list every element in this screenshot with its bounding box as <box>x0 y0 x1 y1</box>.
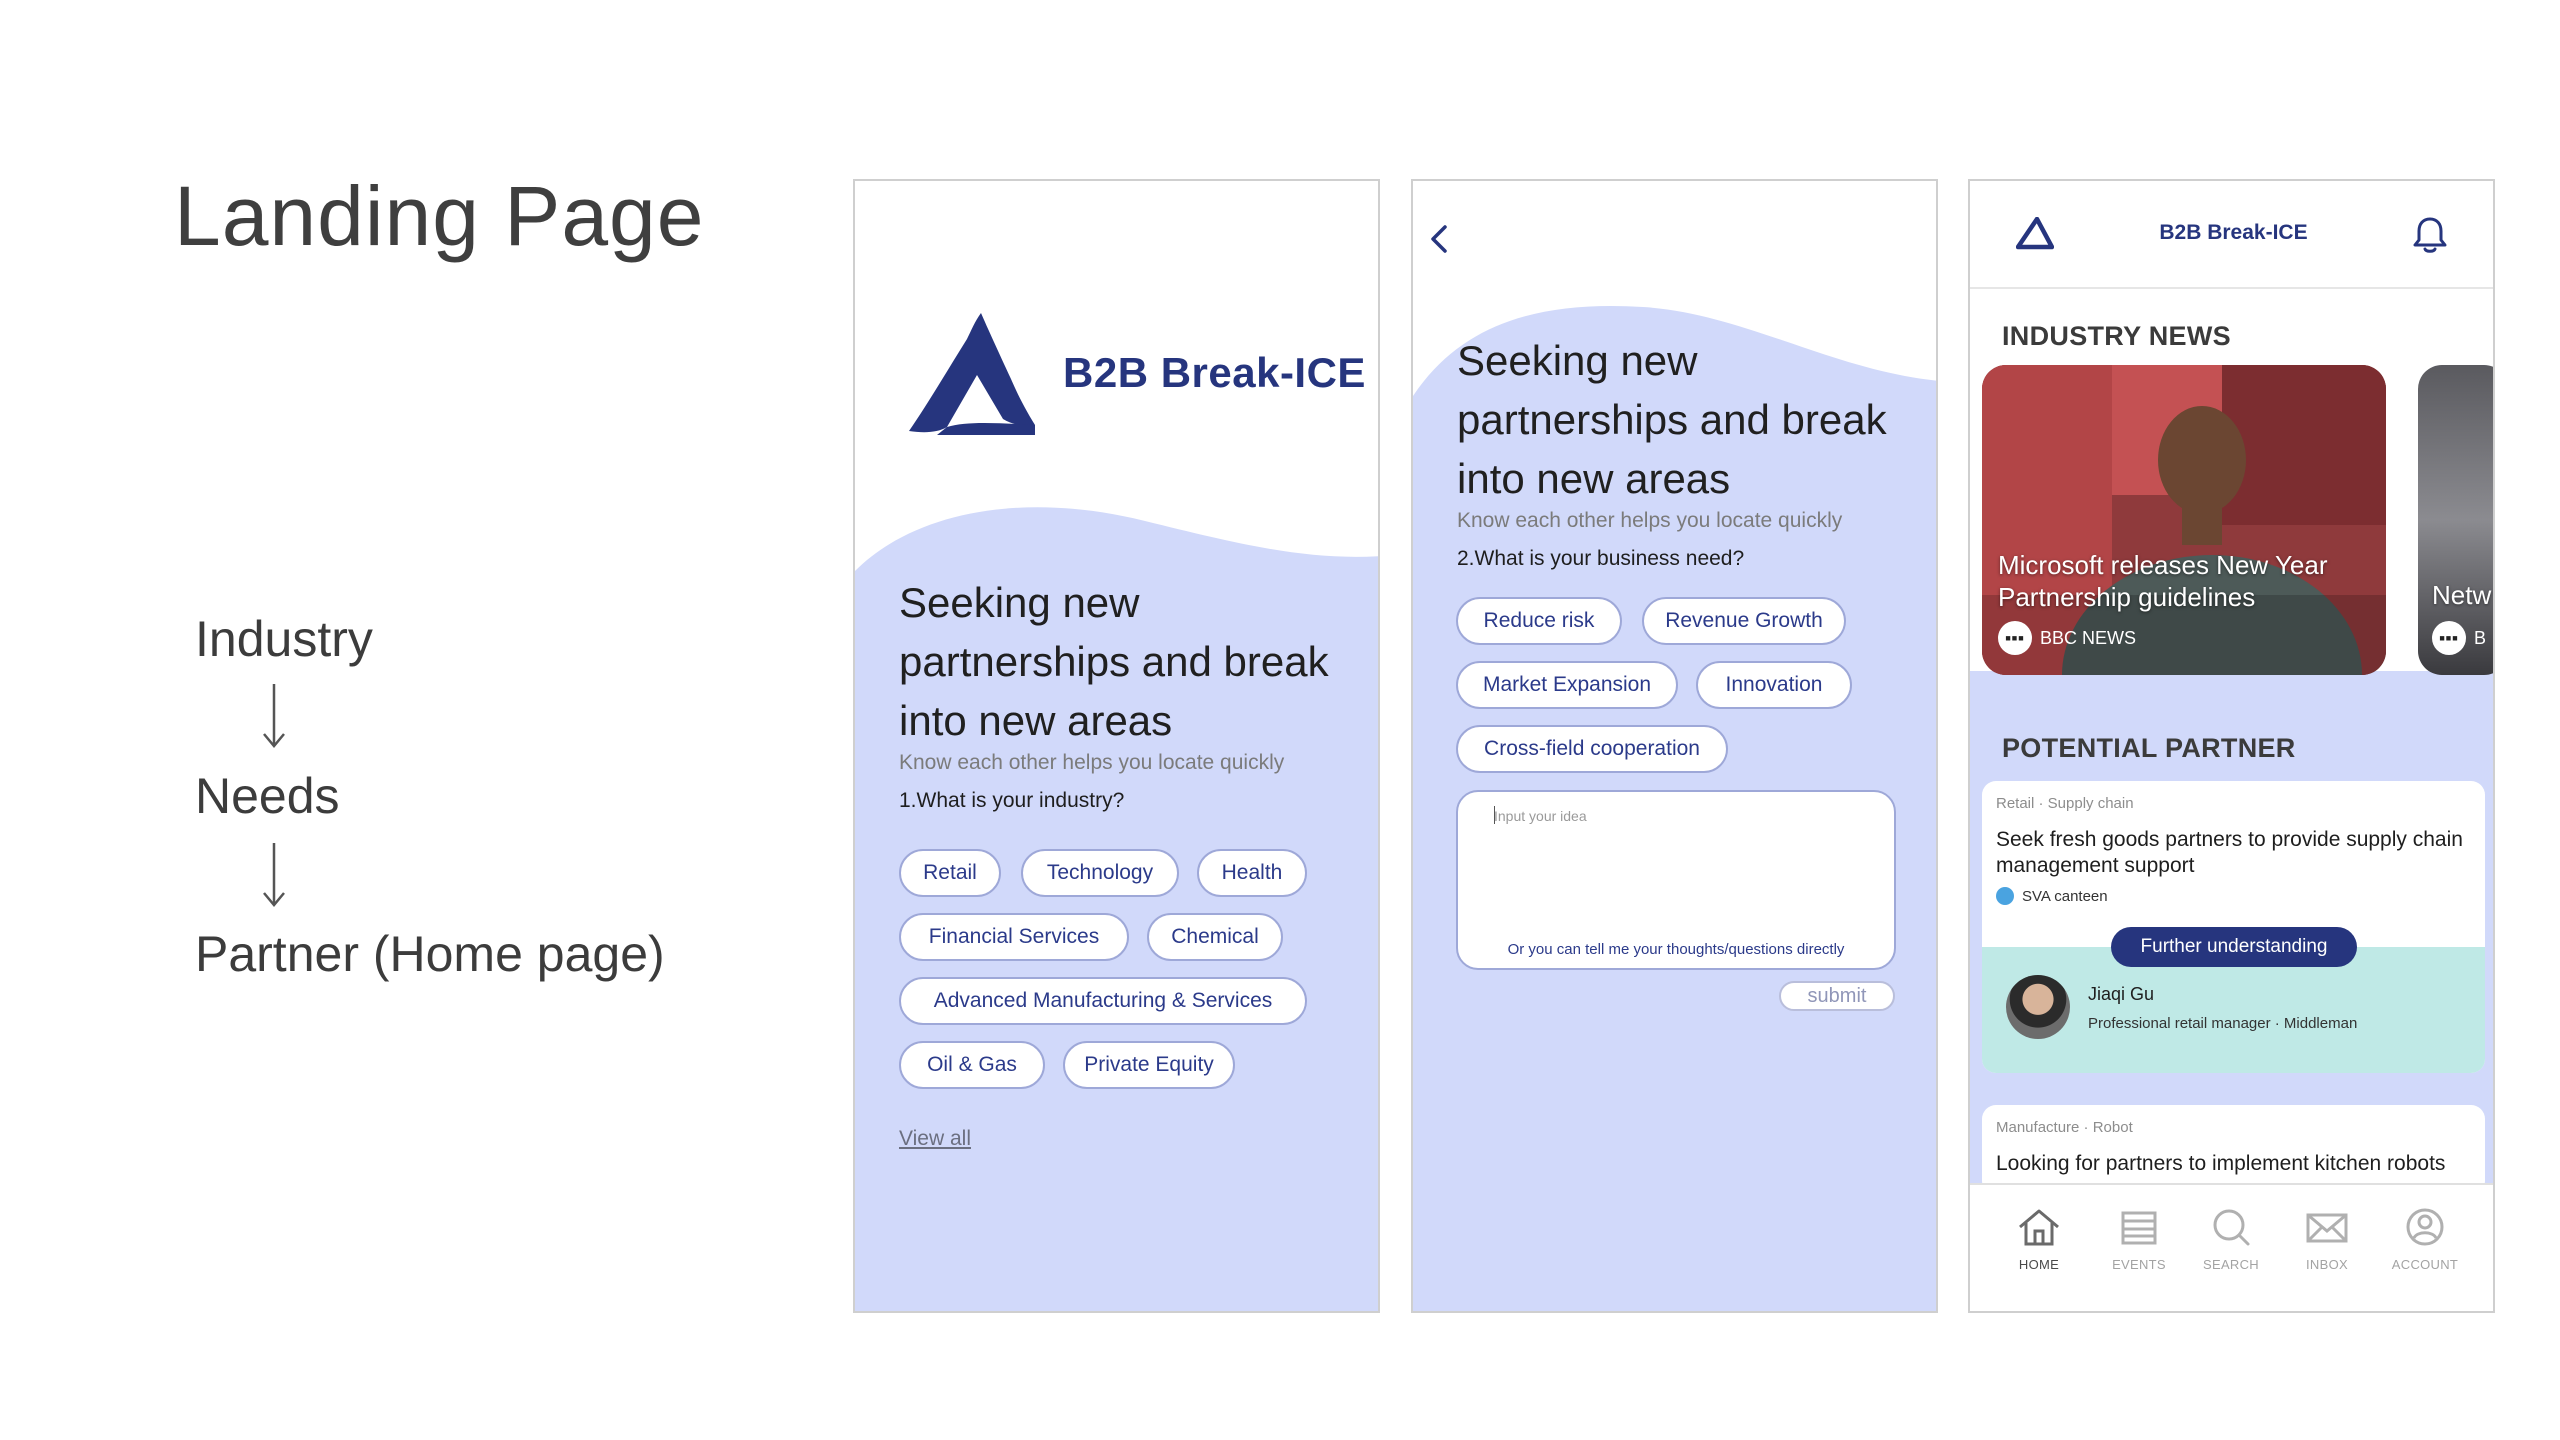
tab-home[interactable]: HOME <box>1994 1207 2084 1272</box>
person-role: Professional retail manager · Middleman <box>2088 1015 2358 1032</box>
back-button[interactable] <box>1423 221 1459 257</box>
potential-partner-title: POTENTIAL PARTNER <box>2002 733 2296 763</box>
flow-arrow-down-icon <box>263 843 285 907</box>
news-source-name: B <box>2474 627 2487 648</box>
news-title: Netw <box>2432 580 2492 610</box>
bell-icon <box>2413 217 2447 253</box>
question-industry: 1.What is your industry? <box>899 789 1125 812</box>
chip-health[interactable]: Health <box>1197 849 1307 897</box>
tab-search[interactable]: SEARCH <box>2186 1207 2276 1272</box>
home-logo[interactable] <box>2015 216 2055 256</box>
partner-title: Looking for partners to implement kitche… <box>1996 1152 2446 1175</box>
tab-account[interactable]: ACCOUNT <box>2380 1207 2470 1272</box>
tab-label: ACCOUNT <box>2391 1257 2459 1272</box>
account-icon <box>2406 1208 2444 1246</box>
chip-reduce-risk[interactable]: Reduce risk <box>1456 597 1622 645</box>
submit-button[interactable]: submit <box>1779 981 1895 1011</box>
flow-step-needs: Needs <box>195 768 340 824</box>
idea-input-placeholder: Input your idea <box>1494 808 1587 824</box>
chip-oil-gas[interactable]: Oil & Gas <box>899 1041 1045 1089</box>
tab-label: EVENTS <box>2112 1257 2166 1272</box>
bbc-logo-icon: ■■■ <box>2432 621 2466 655</box>
chip-technology[interactable]: Technology <box>1021 849 1179 897</box>
tab-inbox[interactable]: INBOX <box>2282 1207 2372 1272</box>
partner-company: SVA canteen <box>1996 887 2108 905</box>
chip-private-equity[interactable]: Private Equity <box>1063 1041 1235 1089</box>
tab-label: SEARCH <box>2203 1257 2259 1272</box>
idea-input[interactable]: Input your idea Or you can tell me your … <box>1456 790 1896 970</box>
partner-tag: Manufacture · Robot <box>1996 1119 2133 1136</box>
chip-market-expansion[interactable]: Market Expansion <box>1456 661 1678 709</box>
chip-cross-field-cooperation[interactable]: Cross-field cooperation <box>1456 725 1728 773</box>
bottom-tab-bar: HOME EVENTS SEARCH <box>1970 1183 2493 1311</box>
company-logo-icon <box>1996 887 2014 905</box>
home-title: B2B Break-ICE <box>2159 221 2308 244</box>
idea-input-hint: Or you can tell me your thoughts/questio… <box>1507 941 1845 958</box>
headline: Seeking new partnerships and break into … <box>1457 337 1887 502</box>
board-title: Landing Page <box>174 169 705 263</box>
triangle-logo-icon <box>909 313 1035 435</box>
avatar <box>2006 975 2070 1039</box>
view-all-link[interactable]: View all <box>899 1127 971 1150</box>
news-source-name: BBC NEWS <box>2040 627 2137 648</box>
news-card[interactable]: Netw ■■■ B <box>2418 365 2493 675</box>
flow-step-industry: Industry <box>195 611 373 667</box>
brand-logo: B2B Break-ICE <box>907 309 1366 437</box>
wave-background <box>855 507 1378 1311</box>
mail-icon <box>2306 1213 2348 1243</box>
notification-button[interactable] <box>2412 215 2448 260</box>
subline: Know each other helps you locate quickly <box>899 751 1285 774</box>
home-header: B2B Break-ICE <box>1970 181 2493 289</box>
news-photo <box>1982 365 2386 675</box>
flow-arrow-down-icon <box>263 684 285 748</box>
partner-card[interactable]: Retail · Supply chain Seek fresh goods p… <box>1982 781 2485 1073</box>
news-source: ■■■ B <box>2432 621 2486 655</box>
tab-events[interactable]: EVENTS <box>2094 1207 2184 1272</box>
flow-step-partner: Partner (Home page) <box>195 926 665 982</box>
home-icon <box>2019 1209 2059 1246</box>
partner-tag: Retail · Supply chain <box>1996 795 2134 812</box>
question-business-need: 2.What is your business need? <box>1457 547 1745 570</box>
brand-name: B2B Break-ICE <box>1063 349 1366 396</box>
chip-financial-services[interactable]: Financial Services <box>899 913 1129 961</box>
chip-retail[interactable]: Retail <box>899 849 1001 897</box>
further-understanding-button[interactable]: Further understanding <box>2111 927 2357 967</box>
tab-label: HOME <box>2018 1257 2060 1272</box>
person-name: Jiaqi Gu <box>2088 984 2155 1004</box>
news-source: ■■■ BBC NEWS <box>1998 621 2136 655</box>
chevron-left-icon <box>1431 225 1447 253</box>
bbc-logo-icon: ■■■ <box>1998 621 2032 655</box>
text-caret <box>1494 806 1495 824</box>
news-card[interactable]: Microsoft releases New Year Partnership … <box>1982 365 2386 675</box>
chip-innovation[interactable]: Innovation <box>1696 661 1852 709</box>
triangle-logo-icon <box>2015 216 2055 250</box>
partner-card[interactable]: Manufacture · Robot Looking for partners… <box>1982 1105 2485 1195</box>
screen-home: B2B Break-ICE INDUSTRY NEWS <box>1968 179 2495 1313</box>
search-icon <box>2213 1209 2250 1246</box>
headline: Seeking new partnerships and break into … <box>899 579 1329 744</box>
chip-advanced-manufacturing[interactable]: Advanced Manufacturing & Services <box>899 977 1307 1025</box>
industry-news-title: INDUSTRY NEWS <box>2002 321 2231 351</box>
screen-industry: B2B Break-ICE Seeking new partnerships a… <box>853 179 1380 1313</box>
events-icon <box>2121 1211 2157 1245</box>
screen-business-need: Seeking new partnerships and break into … <box>1411 179 1938 1313</box>
company-name: SVA canteen <box>2022 887 2108 905</box>
partner-title: Seek fresh goods partners to provide sup… <box>1996 828 2463 877</box>
chip-chemical[interactable]: Chemical <box>1147 913 1283 961</box>
subline: Know each other helps you locate quickly <box>1457 509 1843 532</box>
news-title: Microsoft releases New Year Partnership … <box>1998 550 2328 612</box>
chip-revenue-growth[interactable]: Revenue Growth <box>1642 597 1846 645</box>
tab-label: INBOX <box>2306 1257 2348 1272</box>
